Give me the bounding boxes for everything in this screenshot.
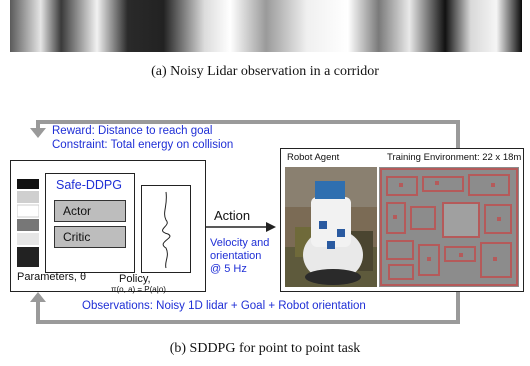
action-detail-line2: orientation (210, 250, 262, 262)
action-label: Action (214, 208, 251, 223)
environment-box: Robot Agent Training Environment: 22 x 1… (280, 148, 524, 292)
training-environment-map (379, 167, 519, 287)
robot-agent-label: Robot Agent (287, 152, 340, 163)
actor-block: Actor (54, 200, 126, 222)
policy-curve-icon (162, 191, 171, 269)
action-detail-line3: @ 5 Hz (210, 263, 247, 275)
observations-label: Observations: Noisy 1D lidar + Goal + Ro… (82, 300, 366, 312)
caption-a: (a) Noisy Lidar observation in a corrido… (151, 64, 379, 79)
action-detail: Velocity and orientation @ 5 Hz (210, 237, 269, 276)
lidar-observation-strip (10, 0, 522, 52)
parameters-label: Parameters, θ (17, 271, 87, 283)
robot-photo (285, 167, 377, 287)
safe-ddpg-title: Safe-DDPG (56, 178, 122, 192)
safe-ddpg-box: Safe-DDPG Actor Critic (45, 173, 135, 273)
lidar-mini-icon (17, 179, 39, 267)
lidar-gradient-image (10, 0, 522, 52)
reward-label: Reward: Distance to reach goal (52, 125, 213, 137)
caption-b: (b) SDDPG for point to point task (169, 341, 361, 356)
policy-formula: π(o, a) = P(a|o) (111, 285, 166, 294)
policy-label: Policy, (119, 273, 151, 285)
action-detail-line1: Velocity and (210, 237, 270, 249)
policy-curve-box (141, 185, 191, 273)
training-env-label: Training Environment: 22 x 18m (387, 152, 522, 163)
agent-box: Safe-DDPG Actor Critic Parameters, θ Pol… (10, 160, 206, 294)
critic-block: Critic (54, 226, 126, 248)
constraint-label: Constraint: Total energy on collision (52, 139, 234, 151)
